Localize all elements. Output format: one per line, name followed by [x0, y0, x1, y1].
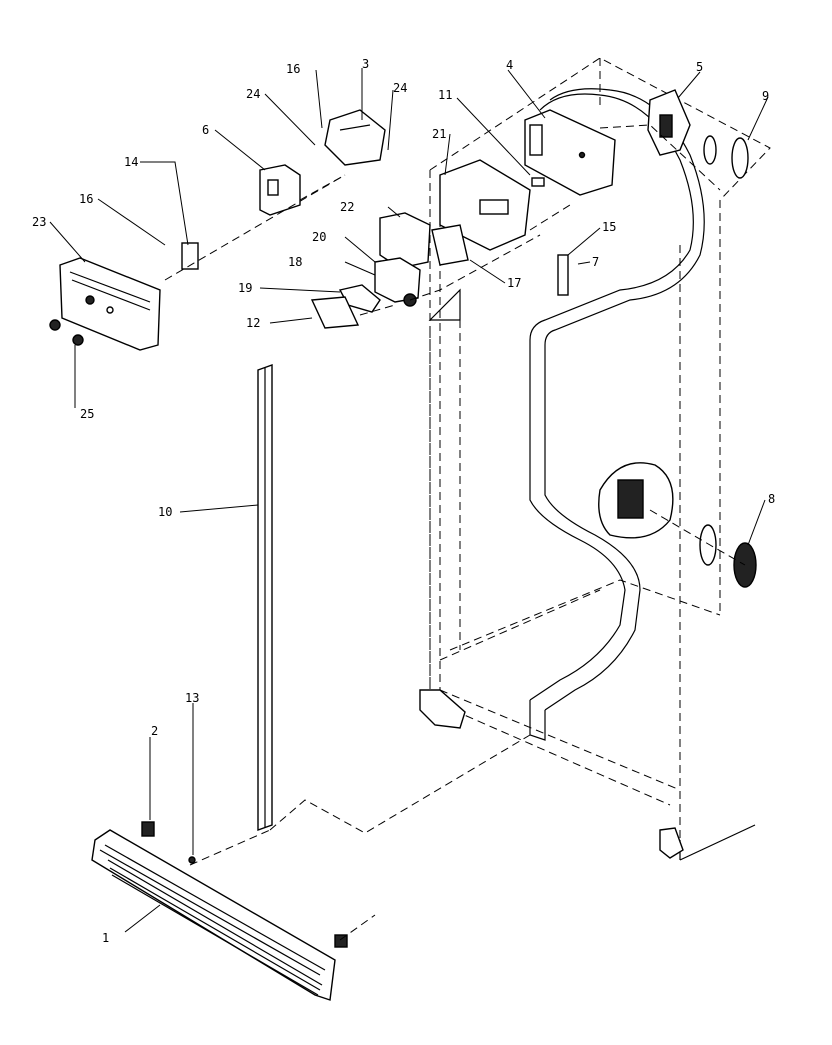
callout-7: 7	[592, 255, 599, 269]
cabinet-outer-edge	[679, 824, 756, 861]
callout-24b: 24	[393, 81, 407, 95]
callout-17: 17	[507, 276, 521, 290]
bottom-right-hinge	[659, 827, 684, 859]
part-21-housing	[439, 159, 531, 251]
callout-19: 19	[238, 281, 252, 295]
leader-lines	[49, 68, 769, 933]
assembly-lines	[164, 124, 746, 941]
callout-11: 11	[438, 88, 452, 102]
callout-22: 22	[340, 200, 354, 214]
bottom-left-hinge	[419, 689, 466, 729]
callout-14: 14	[124, 155, 138, 169]
part-3-bracket	[324, 109, 386, 166]
callout-15: 15	[602, 220, 616, 234]
part-5-hinge	[647, 89, 691, 156]
callout-labels: 1 2 3 4 5 6 7 8 9 10 11 12 13 14 15 16 1…	[32, 57, 775, 945]
part-11-pin	[531, 177, 545, 187]
callout-1: 1	[102, 931, 109, 945]
part-12-lens	[310, 296, 360, 329]
callout-6: 6	[202, 123, 209, 137]
mid-hinge-bracket	[598, 462, 717, 566]
part-1-grille	[91, 829, 336, 1001]
part-17-gasket	[431, 224, 469, 266]
part-4-plate	[524, 109, 616, 196]
part-23-control-panel	[49, 257, 161, 351]
callout-24a: 24	[246, 87, 260, 101]
part-22-box	[379, 212, 431, 269]
part-15-bar	[557, 254, 569, 296]
callout-5: 5	[696, 60, 703, 74]
callout-23: 23	[32, 215, 46, 229]
callout-9: 9	[762, 89, 769, 103]
bottom-right-screw	[334, 934, 348, 948]
part-14-clip	[181, 242, 199, 270]
callout-4: 4	[506, 58, 513, 72]
part-9-cap	[703, 135, 749, 179]
part-13-screw	[188, 856, 196, 864]
callout-13: 13	[185, 691, 199, 705]
callout-16a: 16	[79, 192, 93, 206]
part-2-screw	[141, 821, 155, 837]
callout-20: 20	[312, 230, 326, 244]
callout-18: 18	[288, 255, 302, 269]
part-6-bracket	[259, 164, 301, 216]
callout-16b: 16	[286, 62, 300, 76]
callout-8: 8	[768, 492, 775, 506]
callout-3: 3	[362, 57, 369, 71]
callout-2: 2	[151, 724, 158, 738]
part-10-trim-strip	[257, 364, 273, 831]
callout-25: 25	[80, 407, 94, 421]
callout-12: 12	[246, 316, 260, 330]
callout-10: 10	[158, 505, 172, 519]
callout-21: 21	[432, 127, 446, 141]
